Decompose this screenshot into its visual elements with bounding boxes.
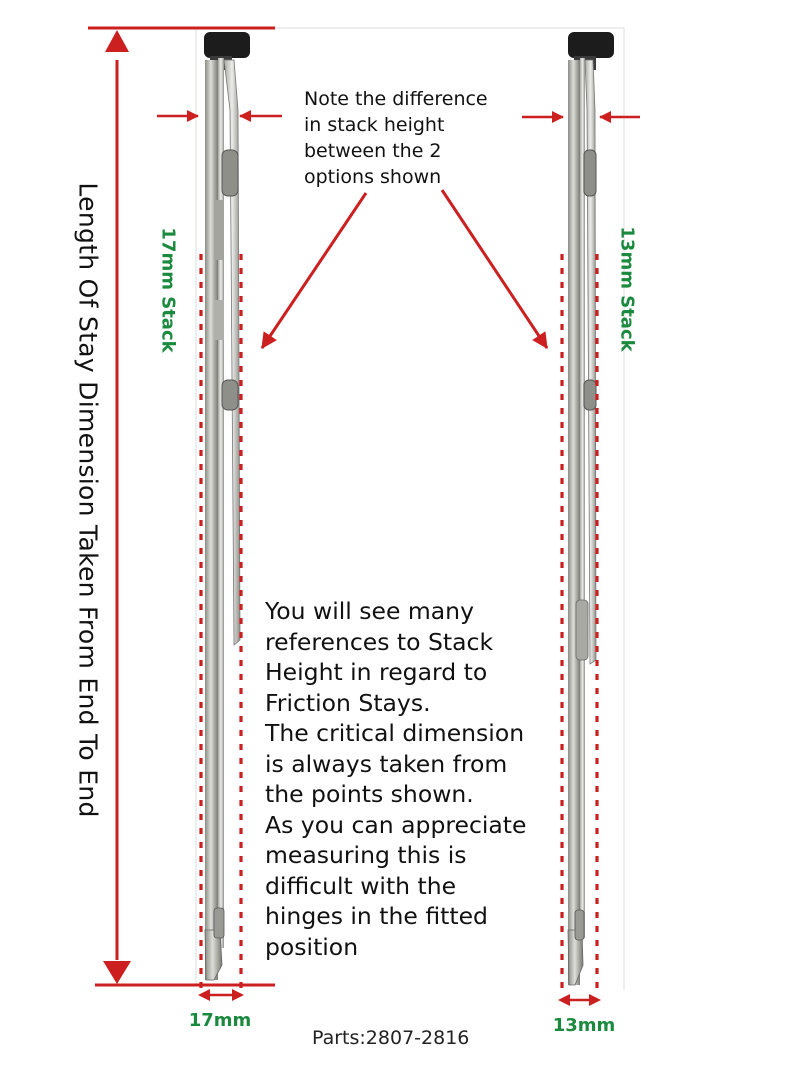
left-stay-end-cap — [204, 32, 250, 58]
right-stay-track — [568, 60, 580, 985]
length-arrow-bottom — [103, 961, 131, 984]
right-stay-end-cap — [568, 32, 614, 58]
explanation-line: is always taken from — [265, 749, 508, 778]
explanation-line: the points shown. — [265, 780, 474, 808]
note-arrow-right — [440, 189, 549, 349]
explanation-line: You will see many — [265, 597, 474, 625]
note-line: in stack height — [304, 114, 445, 136]
note-line: between the 2 — [304, 140, 442, 162]
right-stay-pivot — [583, 149, 597, 197]
right-friction-stay — [567, 32, 614, 986]
stack-height-note: Note the difference in stack height betw… — [304, 86, 534, 190]
stack-guide-lines — [199, 254, 599, 995]
note-line: options shown — [304, 166, 442, 188]
length-dimension — [88, 26, 275, 987]
left-stay-arm — [223, 59, 241, 646]
left-friction-stay — [204, 32, 250, 981]
bottom-width-dimensions — [198, 989, 601, 1006]
explanation-line: Height in regard to — [265, 658, 488, 686]
explanation-line: The critical dimension — [265, 719, 525, 747]
right-stack-label: 13mm Stack — [616, 226, 638, 352]
explanation-line: difficult with the — [265, 871, 457, 900]
left-stack-label: 17mm Stack — [157, 227, 179, 353]
explanation-line: references to Stack — [265, 627, 494, 656]
length-arrow-top — [105, 30, 129, 52]
note-pointer-arrows — [260, 189, 549, 349]
explanation-line: Friction Stays. — [265, 688, 431, 717]
length-of-stay-label: Length Of Stay Dimension Taken From End … — [73, 182, 103, 818]
parts-label: Parts:2807-2816 — [312, 1027, 470, 1049]
explanation-line: hinges in the fitted — [265, 902, 488, 930]
left-stay-pivot — [221, 149, 239, 197]
explanation-line: measuring this is — [265, 841, 467, 869]
left-stay-track — [205, 60, 218, 980]
note-line: Note the difference — [304, 88, 488, 110]
stack-height-explanation: You will see many references to Stack He… — [265, 596, 565, 962]
right-width-label: 13mm — [552, 1015, 616, 1036]
explanation-line: position — [265, 932, 359, 961]
left-width-label: 17mm — [188, 1010, 252, 1031]
note-arrow-left — [260, 192, 368, 349]
explanation-line: As you can appreciate — [265, 810, 527, 839]
